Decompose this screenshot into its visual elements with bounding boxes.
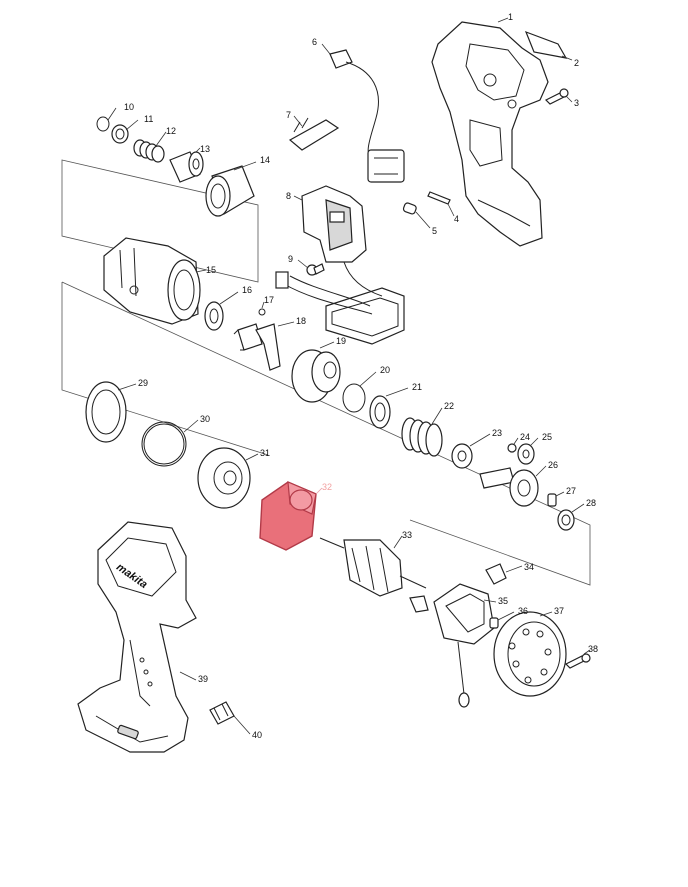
part-38-screw[interactable] [564, 653, 591, 669]
part-40-terminal[interactable] [209, 701, 235, 725]
part-13-sleeve[interactable] [169, 151, 204, 183]
label-22: 22 [444, 401, 454, 411]
part-10-retaining-ring[interactable] [96, 116, 110, 132]
part-18-anvil[interactable] [233, 323, 281, 371]
label-17: 17 [264, 295, 274, 305]
label-28: 28 [586, 498, 596, 508]
label-15: 15 [206, 265, 216, 275]
label-11: 11 [144, 114, 153, 124]
label-39: 39 [198, 674, 208, 684]
label-26: 26 [548, 460, 558, 470]
label-1: 1 [508, 12, 513, 22]
label-12: 12 [166, 126, 176, 136]
label-27: 27 [566, 486, 576, 496]
label-23: 23 [492, 428, 502, 438]
part-36-spacer[interactable] [489, 617, 499, 629]
part-16-washer[interactable] [204, 301, 224, 331]
label-29: 29 [138, 378, 148, 388]
part-11-washer[interactable] [111, 124, 129, 144]
part-21-washer[interactable] [369, 395, 391, 429]
part-labels: 1 2 3 4 5 6 7 8 9 10 11 12 13 14 15 16 1… [124, 12, 598, 740]
label-37: 37 [554, 606, 564, 616]
part-20-o-ring[interactable] [342, 383, 366, 413]
label-35: 35 [498, 596, 508, 606]
assembly-frame-front [61, 159, 591, 586]
part-9-screw[interactable] [306, 263, 325, 276]
part-27-pin[interactable] [547, 493, 557, 507]
part-33-rotor[interactable] [319, 537, 427, 597]
label-34: 34 [524, 562, 534, 572]
label-7: 7 [286, 110, 291, 120]
part-28-washer[interactable] [557, 509, 575, 531]
part-23-washer[interactable] [451, 443, 473, 469]
label-14: 14 [260, 155, 270, 165]
part-26-spindle[interactable] [479, 467, 539, 507]
part-19-controller[interactable] [275, 261, 405, 345]
label-5: 5 [432, 226, 437, 236]
part-34-clip[interactable] [485, 563, 507, 585]
part-7-rubber-pad[interactable] [288, 117, 340, 151]
label-18: 18 [296, 316, 306, 326]
part-32-stator-highlighted[interactable] [259, 481, 323, 551]
part-39-housing-set[interactable]: makita [77, 521, 197, 753]
label-32-highlighted: 32 [322, 482, 332, 492]
part-17-steel-ball[interactable] [258, 308, 266, 316]
part-22-compression-spring[interactable] [401, 417, 443, 457]
part-1-housing-half[interactable] [431, 21, 549, 247]
part-5-spacer[interactable] [402, 202, 417, 215]
part-4-pin[interactable] [427, 191, 451, 205]
part-12-spring[interactable] [133, 139, 165, 163]
label-36: 36 [518, 606, 528, 616]
label-9: 9 [288, 254, 293, 264]
label-13: 13 [200, 144, 210, 154]
label-38: 38 [588, 644, 598, 654]
label-8: 8 [286, 191, 291, 201]
part-37-end-cap[interactable] [493, 611, 567, 697]
label-25: 25 [542, 432, 552, 442]
part-3-screw[interactable] [544, 88, 569, 105]
part-8-switch[interactable] [301, 185, 367, 263]
part-25-gear[interactable] [517, 443, 535, 465]
part-24-steel-ball[interactable] [507, 443, 517, 453]
part-29-ring-gear[interactable] [85, 381, 127, 443]
part-6-led-wire[interactable] [329, 49, 405, 183]
leader-lines [107, 17, 591, 735]
part-30-o-ring[interactable] [141, 421, 187, 467]
label-24: 24 [520, 432, 530, 442]
part-31-bearing-retainer[interactable] [197, 447, 251, 509]
label-3: 3 [574, 98, 579, 108]
label-20: 20 [380, 365, 390, 375]
label-4: 4 [454, 214, 459, 224]
label-40: 40 [252, 730, 262, 740]
label-33: 33 [402, 530, 412, 540]
label-16: 16 [242, 285, 252, 295]
label-2: 2 [574, 58, 579, 68]
label-31: 31 [260, 448, 270, 458]
label-30: 30 [200, 414, 210, 424]
label-21: 21 [412, 382, 422, 392]
label-6: 6 [312, 37, 317, 47]
part-19-hammer[interactable] [291, 349, 341, 403]
part-14-bumper[interactable] [205, 165, 255, 217]
label-10: 10 [124, 102, 134, 112]
part-35-sensor-board[interactable] [409, 583, 495, 708]
label-19: 19 [336, 336, 346, 346]
part-15-hammer-case[interactable] [103, 237, 201, 325]
